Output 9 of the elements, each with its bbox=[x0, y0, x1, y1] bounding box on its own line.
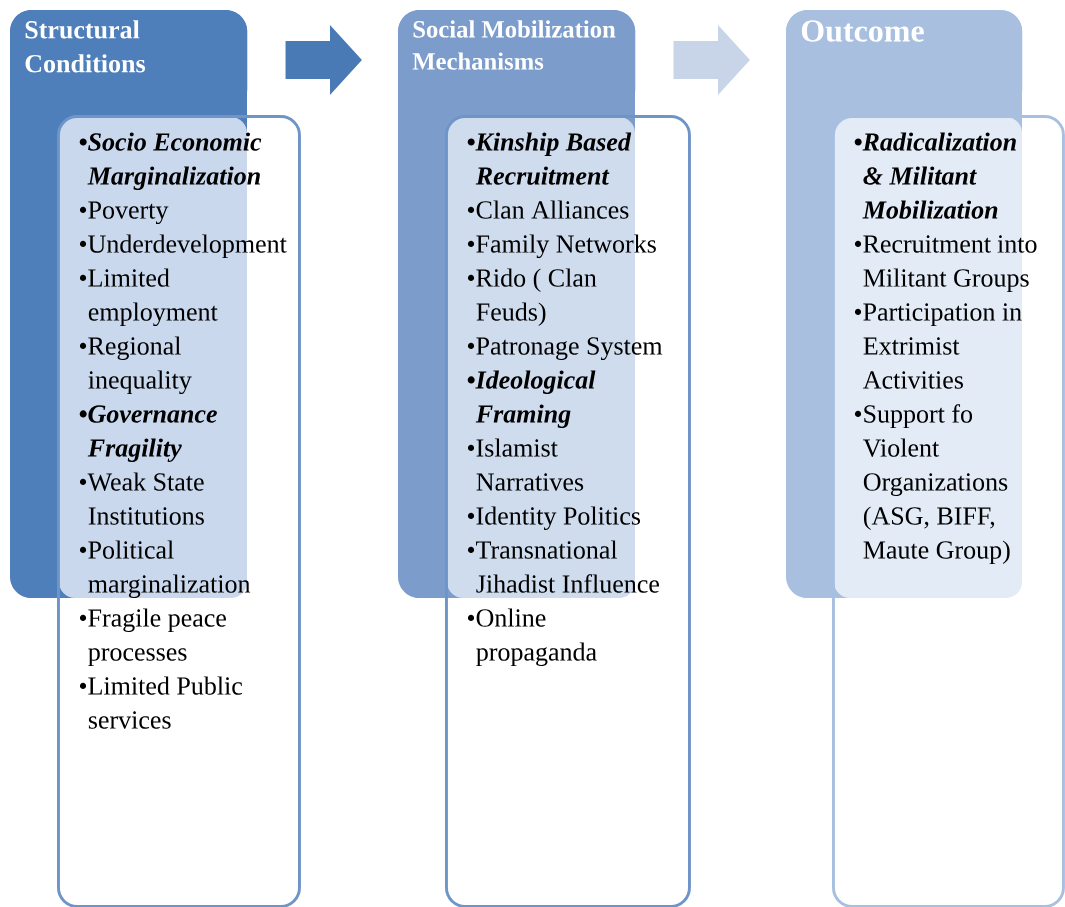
node-label: Outcome bbox=[801, 20, 924, 42]
list-box: •Radicalization & Militant Mobilization •Recruitment into Militant Groups •Participation in Extrimist Activities •Support fo Violent Organizations (ASG, BIFF, Maute Group) bbox=[832, 115, 1065, 907]
stage-header: Structural Conditions bbox=[10, 10, 248, 111]
stage-header: Outcome bbox=[786, 10, 1023, 111]
node-label: Structural Conditions bbox=[25, 20, 145, 73]
stage-header: Social Mobilization Mechanisms bbox=[398, 10, 636, 111]
list-box: •Kinship Based Recruitment •Clan Alliances •Family Networks •Rido ( Clan Feuds) •Patronage System •Ideological Framing •Islamist Narratives •Identity Politics •Transnational Jihadist Influence •Online propaganda bbox=[445, 115, 691, 907]
node-label: Social Mobilization Mechanisms bbox=[412, 20, 616, 70]
list-box: •Socio Economic Marginalization •Poverty •Underdevelopment •Limited employment •Regional inequality •Governance Fragility •Weak State Institutions •Political marginalization •Fragile peace processes •Limited Public services bbox=[57, 115, 301, 907]
